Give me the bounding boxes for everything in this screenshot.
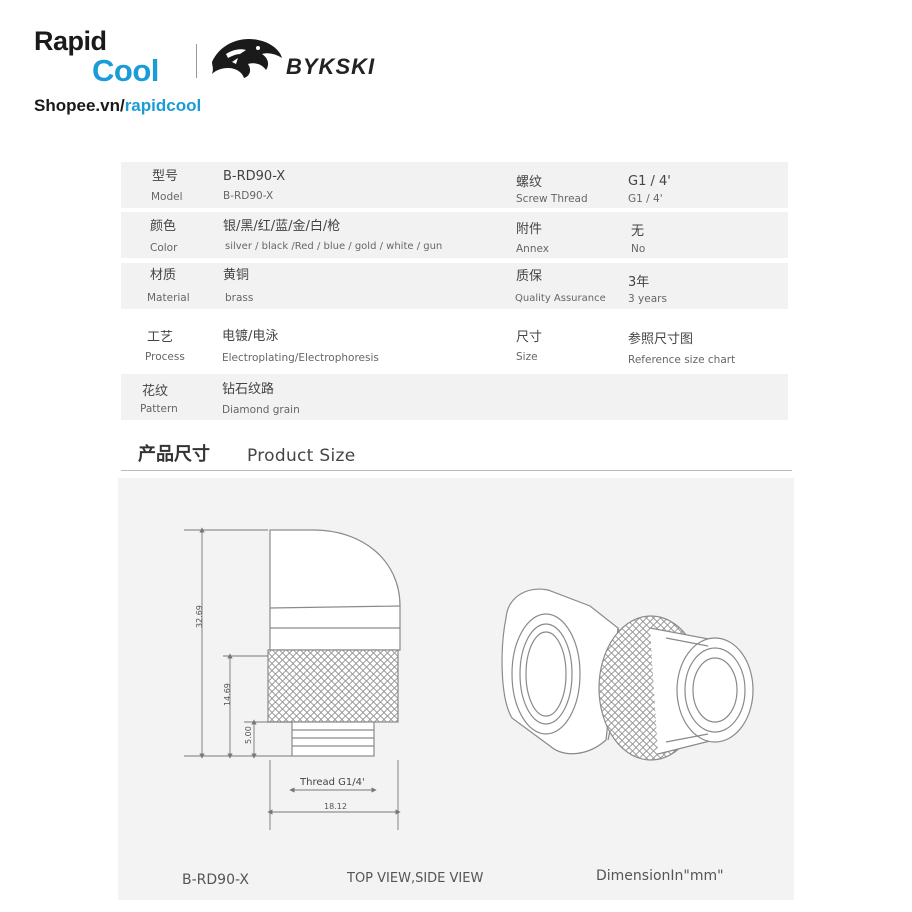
spec-size-label-en: Size (516, 351, 538, 363)
dim-total-height: 32.69 (195, 605, 204, 628)
section-divider (121, 470, 792, 471)
spec-thread-value: G1 / 4' (628, 174, 671, 189)
spec-process-label-en: Process (145, 351, 185, 363)
spec-pattern-label-en: Pattern (140, 403, 178, 415)
caption-view: TOP VIEW,SIDE VIEW (347, 871, 484, 886)
spec-material-label-en: Material (147, 292, 190, 304)
spec-annex-label-en: Annex (516, 243, 549, 255)
spec-pattern-label-cn: 花纹 (142, 384, 169, 399)
spec-row-model (121, 162, 788, 208)
spec-color-label-cn: 颜色 (150, 219, 177, 234)
section-title-cn: 产品尺寸 (138, 444, 210, 465)
spec-thread-label-en: Screw Thread (516, 193, 588, 205)
shop-url-prefix: Shopee.vn/ (34, 96, 125, 115)
rapidcool-logo-cool: Cool (92, 53, 159, 88)
spec-model-label-en: Model (151, 191, 183, 203)
rapidcool-logo-rapid: Rapid (34, 26, 107, 56)
spec-model-label-cn: 型号 (152, 169, 179, 184)
spec-size-value: 参照尺寸图 (628, 332, 694, 347)
dimension-drawing (184, 527, 754, 830)
spec-model-value-en: B-RD90-X (223, 190, 274, 202)
caption-model: B-RD90-X (182, 872, 249, 888)
spec-material-label-cn: 材质 (150, 268, 177, 283)
spec-pattern-value: 钻石纹路 (222, 382, 275, 397)
spec-annex-value: 无 (631, 224, 645, 239)
spec-row-material (121, 263, 788, 309)
spec-color-label-en: Color (150, 242, 178, 254)
spec-annex-value-en: No (631, 243, 646, 255)
section-title-en: Product Size (247, 446, 356, 466)
spec-process-label-cn: 工艺 (147, 330, 174, 345)
dim-thread-height: 5.00 (244, 726, 253, 744)
spec-thread-label-cn: 螺纹 (516, 175, 543, 190)
bykski-logo-text: BYKSKI (286, 54, 376, 79)
spec-color-value-en: silver / black /Red / blue / gold / whit… (225, 241, 443, 252)
thread-label: Thread G1/4' (300, 777, 365, 788)
bykski-dragon-icon (212, 38, 282, 78)
spec-color-value: 银/黑/红/蓝/金/白/枪 (223, 219, 341, 234)
spec-size-value-en: Reference size chart (628, 354, 736, 366)
shop-url-handle: rapidcool (124, 96, 202, 115)
spec-size-label-cn: 尺寸 (516, 330, 543, 345)
spec-warranty-value: 3年 (628, 275, 650, 290)
spec-process-value-en: Electroplating/Electrophoresis (222, 352, 379, 364)
spec-material-value: 黄铜 (223, 268, 250, 283)
spec-warranty-label-en: Quality Assurance (515, 293, 606, 304)
side-view-drawing (267, 529, 401, 757)
spec-row-pattern (121, 374, 788, 420)
spec-warranty-label-cn: 质保 (516, 269, 543, 284)
spec-warranty-value-en: 3 years (628, 293, 667, 305)
logo-divider (196, 44, 197, 78)
spec-annex-label-cn: 附件 (516, 222, 543, 237)
shop-url[interactable]: Shopee.vn/rapidcool (34, 97, 201, 114)
perspective-view-drawing (501, 588, 754, 761)
spec-thread-value-en: G1 / 4' (628, 193, 663, 205)
spec-material-value-en: brass (225, 292, 254, 304)
spec-process-value: 电镀/电泳 (222, 329, 279, 344)
caption-units: DimensionIn"mm" (596, 868, 724, 884)
spec-row-color (121, 212, 788, 258)
spec-pattern-value-en: Diamond grain (222, 404, 300, 416)
spec-model-value: B-RD90-X (223, 169, 286, 184)
dim-width: 18.12 (324, 802, 347, 811)
dim-body-height: 14.69 (223, 683, 232, 706)
